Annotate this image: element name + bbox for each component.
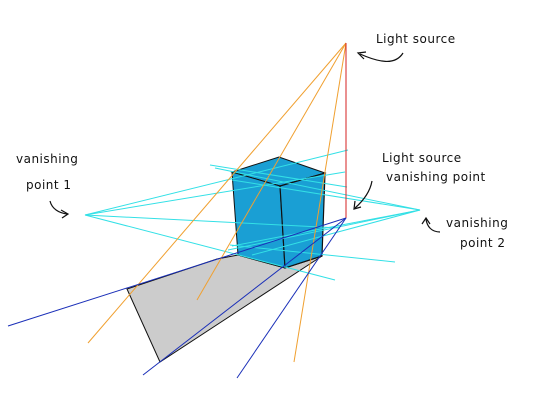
label-lsvp-line1: Light source	[382, 151, 462, 165]
label-lsvp-line2: vanishing point	[386, 170, 486, 184]
annotation-arrows	[49, 51, 441, 233]
label-vp2-line1: vanishing	[446, 216, 508, 230]
shadow-rays	[7, 217, 347, 379]
label-light-source: Light source	[376, 32, 456, 46]
arrow-light-source	[359, 52, 404, 62]
arrow-light-source-head	[356, 51, 367, 60]
perspective-lines	[84, 149, 421, 281]
label-vp1-line1: vanishing	[16, 152, 78, 166]
arrow-vp1	[49, 200, 68, 215]
shadow-shape	[126, 254, 323, 363]
arrow-vp2	[425, 218, 441, 233]
label-vp2-line2: point 2	[460, 236, 506, 250]
label-vp1-line2: point 1	[26, 178, 72, 192]
arrow-lsvp	[354, 180, 373, 209]
arrow-lsvp-head	[353, 200, 362, 210]
arrow-vp1-head	[60, 209, 70, 219]
arrow-vp2-head	[421, 216, 431, 225]
